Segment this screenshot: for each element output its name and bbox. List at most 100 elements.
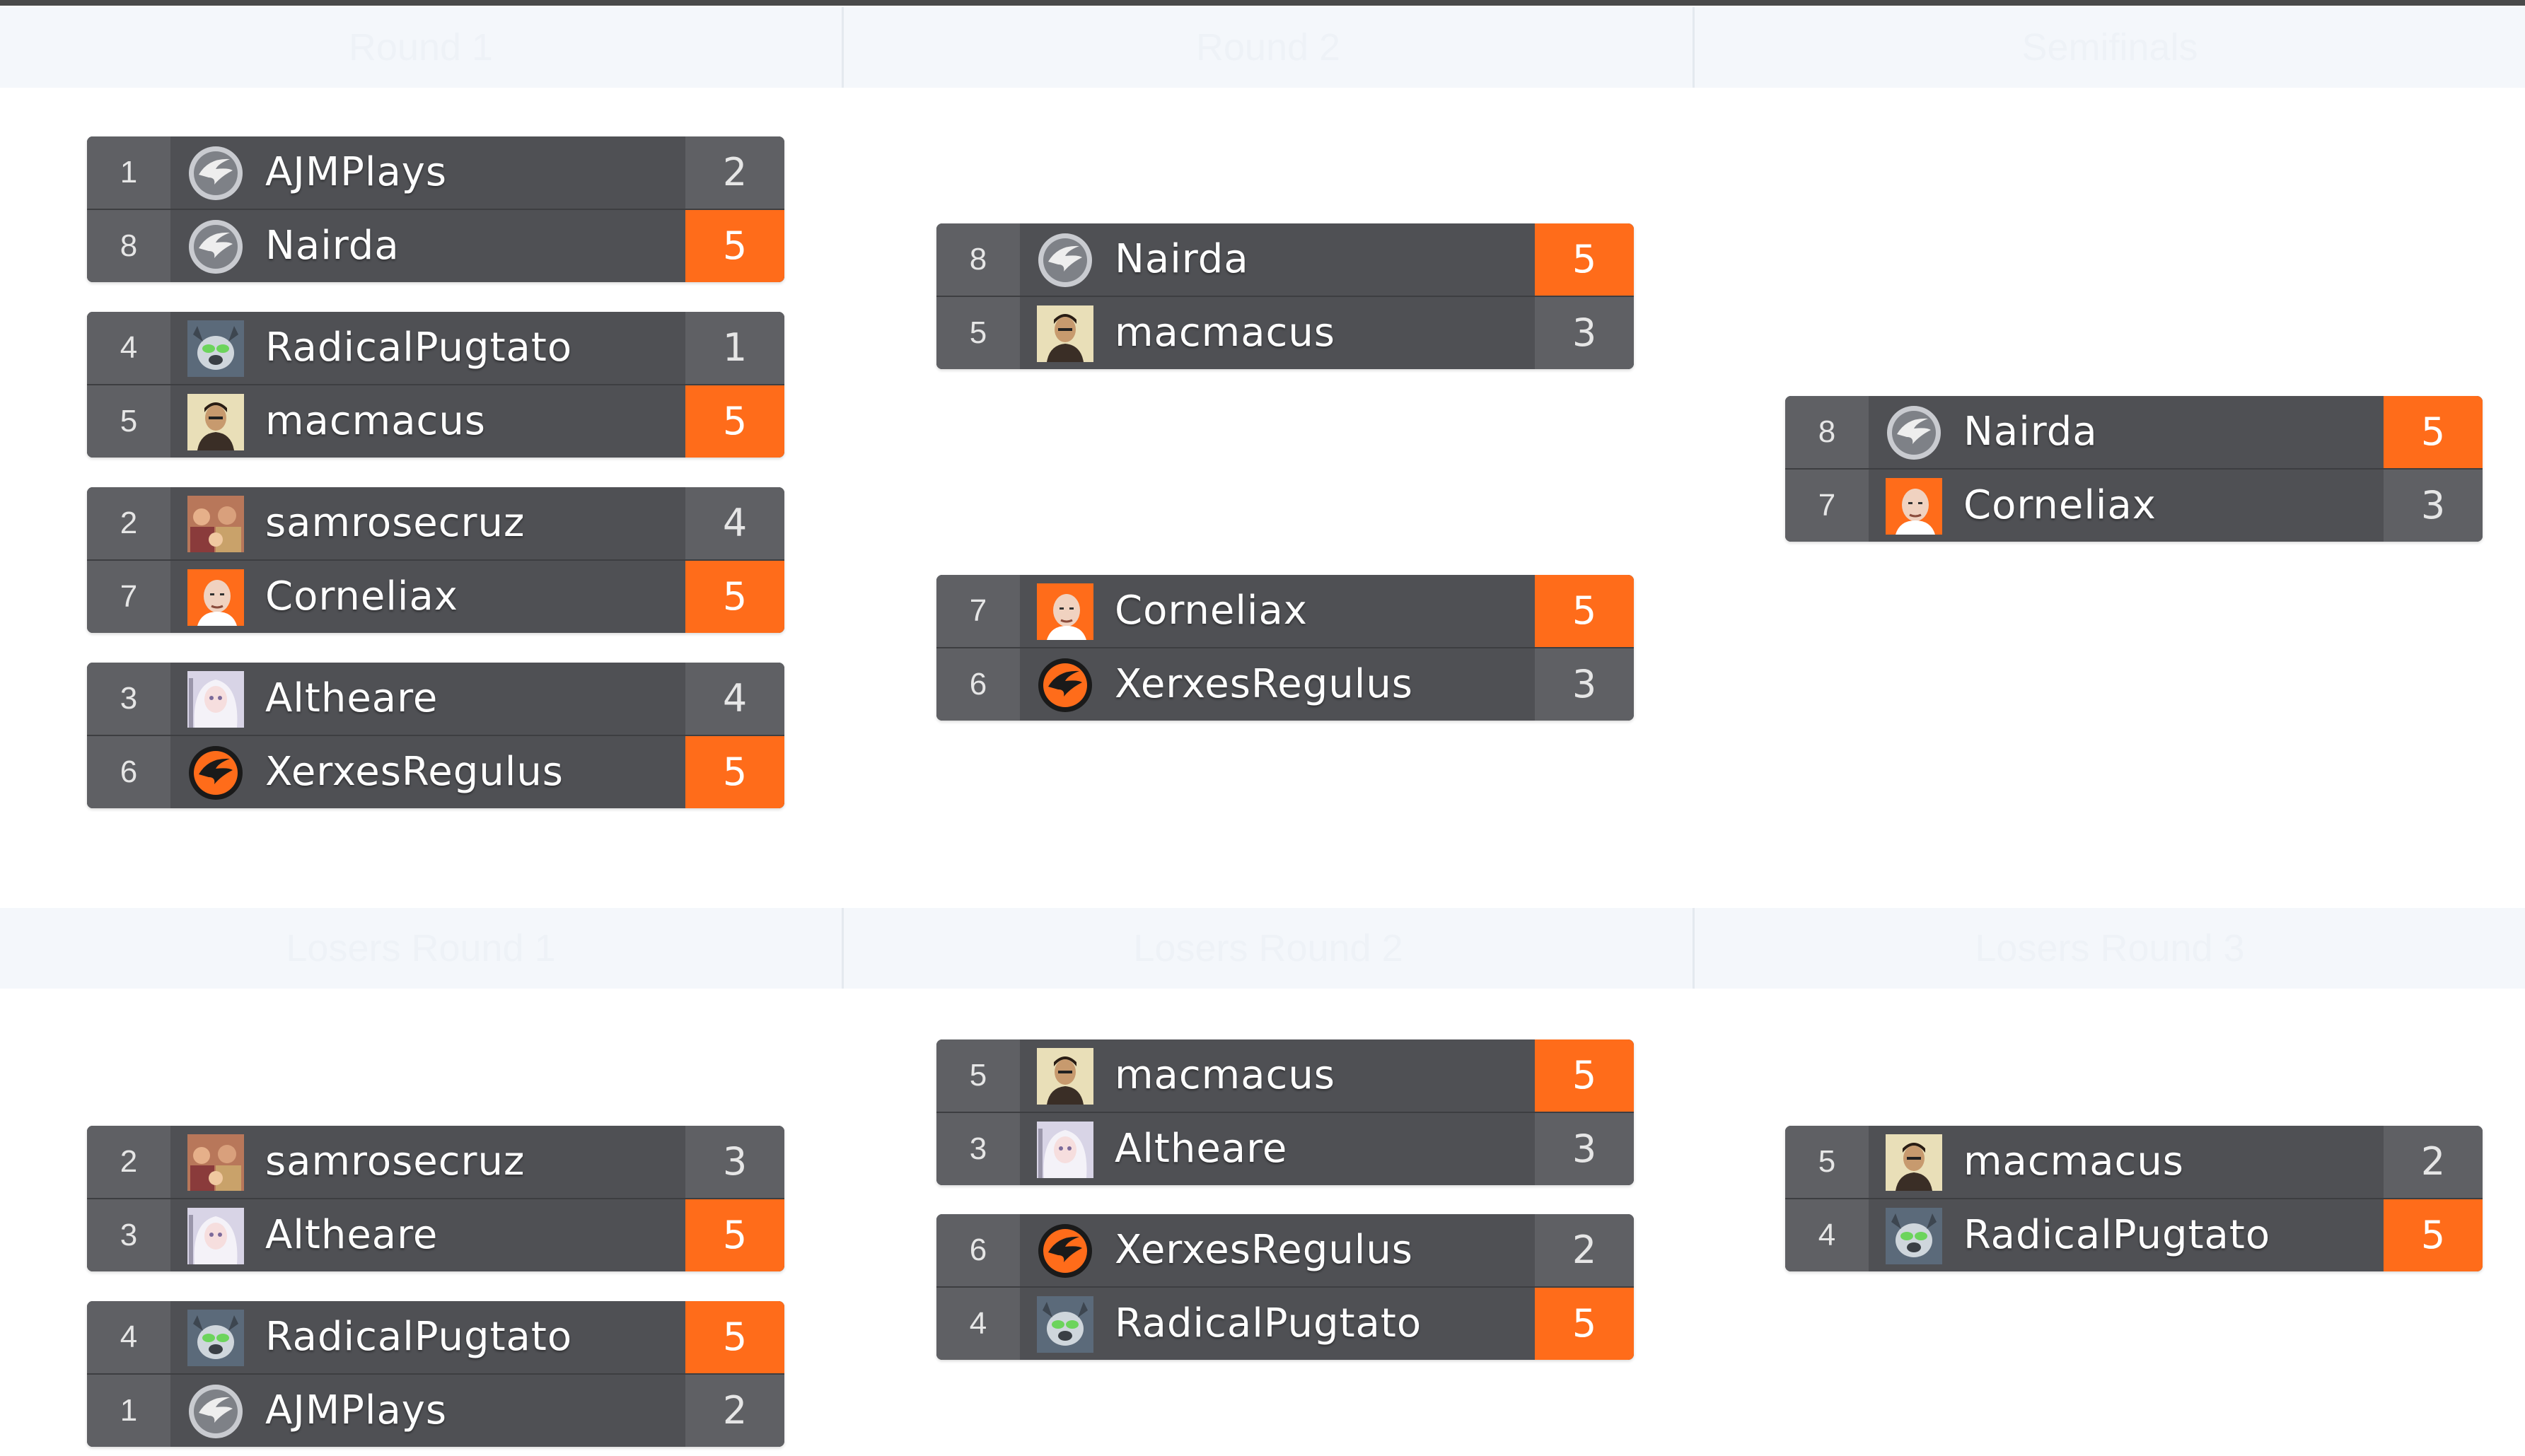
logo-orange-icon bbox=[187, 745, 244, 801]
player-row[interactable]: 4 RadicalPugtato 5 bbox=[87, 1301, 784, 1376]
player-name[interactable]: Corneliax bbox=[1115, 588, 1308, 634]
pug-avatar-icon bbox=[1037, 1296, 1093, 1353]
man-avatar-icon bbox=[187, 394, 244, 450]
crowd-avatar-icon bbox=[187, 496, 244, 552]
score: 2 bbox=[685, 136, 784, 209]
bald-avatar-icon bbox=[187, 569, 244, 626]
seed-number: 3 bbox=[87, 663, 170, 735]
player-name[interactable]: Altheare bbox=[265, 1212, 439, 1258]
seed-number: 3 bbox=[87, 1199, 170, 1271]
pug-avatar-icon bbox=[187, 320, 244, 377]
seed-number: 7 bbox=[87, 561, 170, 633]
player-row[interactable]: 4 RadicalPugtato 1 bbox=[87, 312, 784, 387]
player-name[interactable]: samrosecruz bbox=[265, 500, 526, 546]
logo-silver-icon bbox=[187, 219, 244, 275]
seed-number: 4 bbox=[1785, 1199, 1869, 1271]
player-name[interactable]: RadicalPugtato bbox=[1963, 1212, 2271, 1258]
player-name[interactable]: Altheare bbox=[1115, 1126, 1288, 1172]
player-name[interactable]: AJMPlays bbox=[265, 1387, 448, 1433]
logo-silver-icon bbox=[1886, 404, 1942, 461]
player-name[interactable]: RadicalPugtato bbox=[265, 1314, 573, 1360]
player-row[interactable]: 8 Nairda 5 bbox=[936, 223, 1634, 298]
score: 4 bbox=[685, 663, 784, 735]
player-name[interactable]: Nairda bbox=[265, 223, 400, 269]
header-losers-round-2: Losers Round 2 bbox=[844, 908, 1695, 989]
winning-score: 5 bbox=[685, 1301, 784, 1373]
bald-avatar-icon bbox=[1886, 478, 1942, 535]
player-row[interactable]: 8 Nairda 5 bbox=[1785, 396, 2483, 471]
player-name[interactable]: samrosecruz bbox=[265, 1138, 526, 1184]
seed-number: 2 bbox=[87, 487, 170, 559]
seed-number: 5 bbox=[1785, 1126, 1869, 1198]
player-name[interactable]: macmacus bbox=[1115, 310, 1335, 356]
header-round-2: Round 2 bbox=[844, 7, 1695, 88]
winning-score: 5 bbox=[2384, 396, 2483, 468]
top-rule bbox=[0, 0, 2525, 6]
winning-score: 5 bbox=[1535, 223, 1634, 296]
score: 1 bbox=[685, 312, 784, 384]
player-name[interactable]: RadicalPugtato bbox=[1115, 1300, 1422, 1346]
player-name[interactable]: AJMPlays bbox=[265, 149, 448, 195]
player-name[interactable]: RadicalPugtato bbox=[265, 325, 573, 371]
player-name[interactable]: Corneliax bbox=[1963, 482, 2157, 528]
player-name[interactable]: macmacus bbox=[265, 398, 486, 444]
player-name[interactable]: Corneliax bbox=[265, 573, 458, 619]
seed-number: 6 bbox=[87, 736, 170, 808]
player-name[interactable]: Nairda bbox=[1115, 236, 1249, 282]
player-name[interactable]: XerxesRegulus bbox=[265, 749, 564, 795]
seed-number: 8 bbox=[936, 223, 1020, 296]
player-name[interactable]: XerxesRegulus bbox=[1115, 1227, 1413, 1273]
header-losers-round-1: Losers Round 1 bbox=[0, 908, 844, 989]
player-name[interactable]: macmacus bbox=[1963, 1138, 2184, 1184]
score: 2 bbox=[685, 1375, 784, 1447]
player-name[interactable]: Nairda bbox=[1963, 409, 2098, 455]
seed-number: 8 bbox=[1785, 396, 1869, 468]
seed-number: 4 bbox=[936, 1288, 1020, 1360]
man-avatar-icon bbox=[1886, 1134, 1942, 1191]
player-row[interactable]: 3 Altheare 4 bbox=[87, 663, 784, 738]
seed-number: 4 bbox=[87, 1301, 170, 1373]
logo-silver-icon bbox=[1037, 232, 1093, 289]
winning-score: 5 bbox=[685, 561, 784, 633]
player-name[interactable]: XerxesRegulus bbox=[1115, 661, 1413, 707]
pug-avatar-icon bbox=[1886, 1208, 1942, 1264]
player-name[interactable]: Altheare bbox=[265, 675, 439, 721]
seed-number: 7 bbox=[1785, 470, 1869, 542]
winning-score: 5 bbox=[1535, 1039, 1634, 1112]
seed-number: 4 bbox=[87, 312, 170, 384]
player-name[interactable]: macmacus bbox=[1115, 1052, 1335, 1098]
logo-silver-icon bbox=[187, 1383, 244, 1440]
player-row[interactable]: 7 Corneliax 5 bbox=[87, 561, 784, 633]
score: 3 bbox=[1535, 297, 1634, 369]
